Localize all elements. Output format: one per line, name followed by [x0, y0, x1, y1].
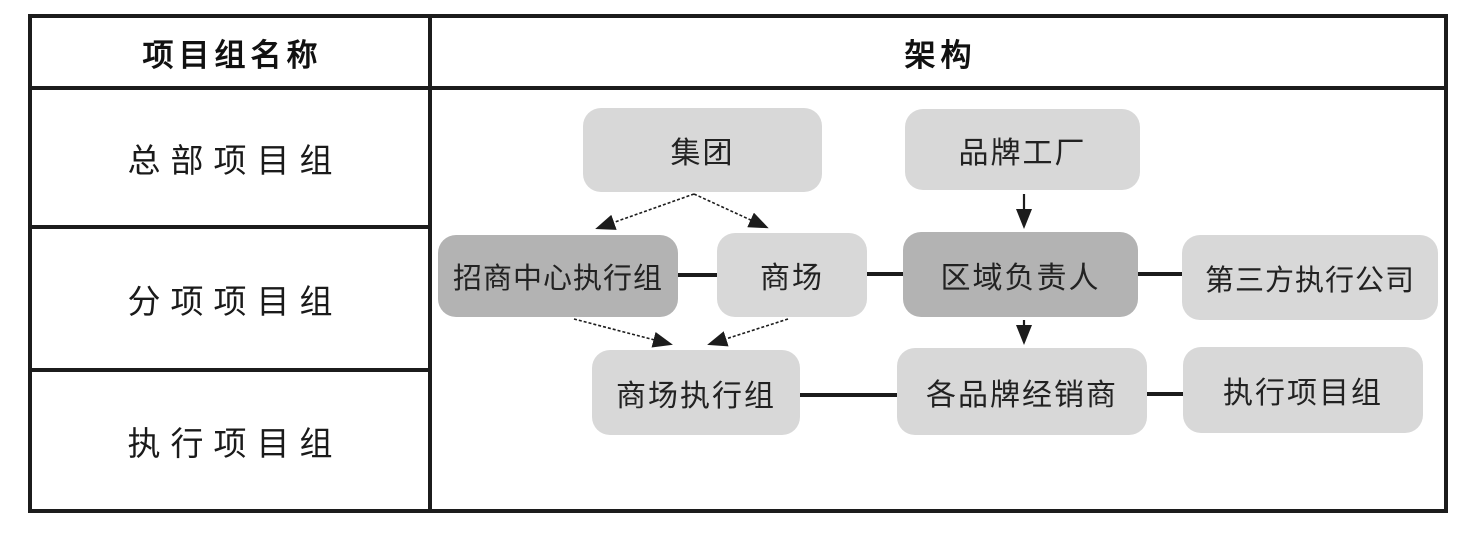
node-mall-exec-label: 商场执行组: [616, 378, 776, 414]
node-regional-manager-label: 区域负责人: [940, 260, 1101, 296]
node-mall-label: 商场: [760, 261, 824, 296]
node-group-label: 集团: [670, 136, 735, 171]
node-brand-factory-label: 品牌工厂: [958, 135, 1087, 171]
row-label-execution-group: 执行项目组: [127, 423, 343, 463]
node-group: 集团: [583, 108, 822, 192]
node-mall-exec: 商场执行组: [592, 350, 800, 435]
table-outer-border: [28, 14, 1448, 513]
node-third-party: 第三方执行公司: [1182, 235, 1438, 320]
column-divider: [428, 14, 432, 513]
row-divider-1: [28, 225, 432, 229]
node-merchant-center-label: 招商中心执行组: [452, 261, 663, 295]
row-divider-2: [28, 368, 432, 372]
node-merchant-center: 招商中心执行组: [438, 235, 678, 317]
col-header-architecture: 架构: [904, 37, 977, 73]
row-label-sub-project-group: 分项项目组: [127, 281, 343, 321]
node-brand-dealers-label: 各品牌经销商: [926, 377, 1118, 413]
header-row-divider: [28, 86, 1448, 90]
node-exec-project: 执行项目组: [1183, 347, 1423, 433]
row-label-headquarters-group: 总部项目组: [127, 140, 343, 180]
node-brand-factory: 品牌工厂: [905, 109, 1140, 190]
node-regional-manager: 区域负责人: [903, 232, 1138, 317]
node-brand-dealers: 各品牌经销商: [897, 348, 1147, 435]
node-mall: 商场: [717, 233, 867, 317]
node-exec-project-label: 执行项目组: [1223, 376, 1383, 411]
col-header-project-group-name: 项目组名称: [142, 37, 323, 73]
node-third-party-label: 第三方执行公司: [1204, 262, 1415, 297]
